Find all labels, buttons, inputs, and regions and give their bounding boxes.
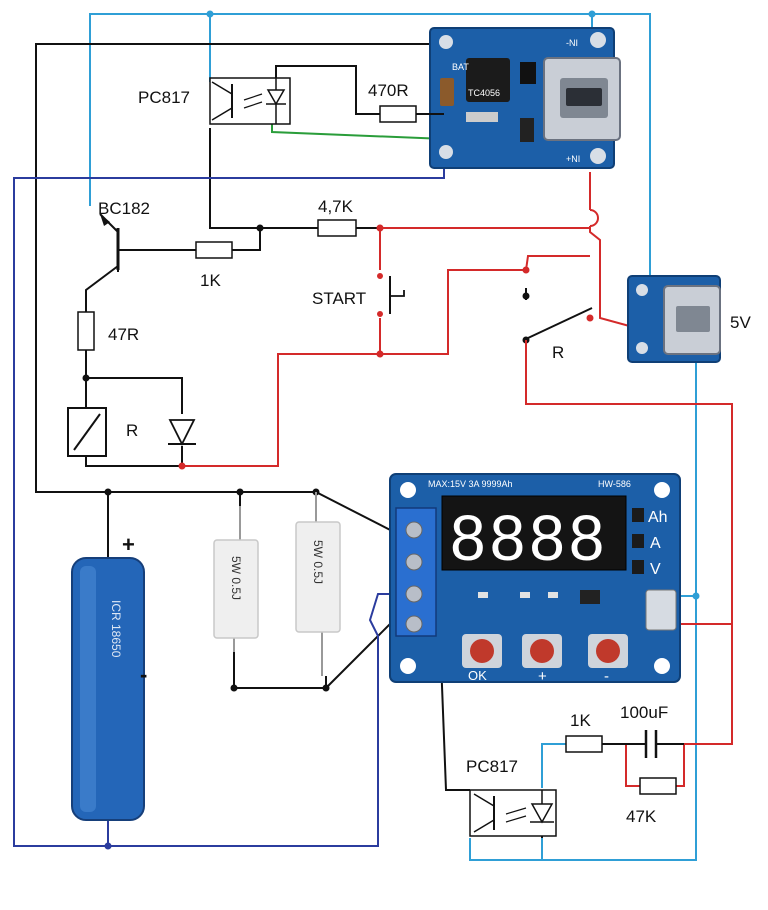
wires-cyan — [89, 13, 697, 861]
pc817-bottom-label: PC817 — [466, 757, 518, 776]
tester-unit-ah: Ah — [648, 509, 668, 526]
battery-plus-label: + — [122, 532, 135, 557]
junction-dots-blue — [104, 842, 112, 850]
start-button-symbol: START — [312, 273, 405, 317]
resistor-47k-bottom: 47K — [626, 777, 677, 826]
load-resistor-right: 5W 0.5J — [295, 492, 341, 676]
optocoupler-bottom: PC817 — [466, 757, 557, 837]
capacitor-100uf: 100uF — [620, 703, 684, 758]
resistor-4k7: 4,7K — [317, 197, 357, 237]
r47-label: 47R — [108, 325, 139, 344]
battery-18650: ICR 18650 + - — [71, 532, 147, 821]
r1k-top-label: 1K — [200, 271, 221, 290]
tester-model-label: HW-586 — [598, 479, 631, 489]
c100uf-label: 100uF — [620, 703, 668, 722]
resistor-right-text: 5W 0.5J — [311, 540, 325, 584]
r47k-bottom-label: 47K — [626, 807, 657, 826]
tester-unit-a: A — [650, 535, 661, 552]
resistor-470r: 470R — [368, 81, 417, 123]
relay-contact-label: R — [552, 343, 564, 362]
tester-spec-label: MAX:15V 3A 9999Ah — [428, 479, 513, 489]
resistor-1k-top: 1K — [195, 241, 233, 290]
junction-dots-cyan — [206, 10, 700, 600]
junction-dots-red — [178, 224, 594, 470]
charger-in-minus-label: -NI — [566, 38, 578, 48]
flyback-diode — [168, 419, 196, 447]
tester-unit-v: V — [650, 561, 661, 578]
relay-label: R — [126, 421, 138, 440]
r1k-bottom-label: 1K — [570, 711, 591, 730]
pc817-top-label: PC817 — [138, 88, 190, 107]
charger-module: BAT -NI +NI TC4056 — [429, 27, 621, 169]
relay-contact: R — [552, 343, 564, 362]
wires-blue — [13, 164, 445, 847]
resistor-47r: 47R — [77, 311, 139, 351]
bc182-label: BC182 — [98, 199, 150, 218]
usb5v-label: 5V — [730, 313, 751, 332]
charger-in-plus-label: +NI — [566, 154, 580, 164]
relay-coil: R — [67, 407, 138, 457]
tester-display-digits: 8888 — [450, 502, 608, 574]
resistor-left-text: 5W 0.5J — [229, 556, 243, 600]
capacity-tester-module: MAX:15V 3A 9999Ah HW-586 8888 Ah A V OK … — [389, 473, 681, 685]
tester-btn-minus: - — [604, 668, 609, 685]
optocoupler-top: PC817 — [138, 65, 444, 125]
battery-minus-label: - — [140, 662, 147, 687]
start-label: START — [312, 289, 366, 308]
charger-chip-label: TC4056 — [468, 88, 500, 98]
load-resistor-left: 5W 0.5J — [213, 506, 259, 652]
r470-label: 470R — [368, 81, 409, 100]
battery-text: ICR 18650 — [109, 600, 123, 658]
tester-btn-plus: + — [538, 668, 547, 685]
r4k7-label: 4,7K — [318, 197, 354, 216]
wires-red — [182, 172, 733, 787]
usb-5v-module: 5V — [627, 275, 751, 363]
tester-btn-ok: OK — [468, 668, 487, 683]
charger-bat-label: BAT — [452, 62, 469, 72]
transistor-bc182: BC182 — [98, 199, 150, 270]
resistor-1k-bottom: 1K — [565, 711, 640, 753]
